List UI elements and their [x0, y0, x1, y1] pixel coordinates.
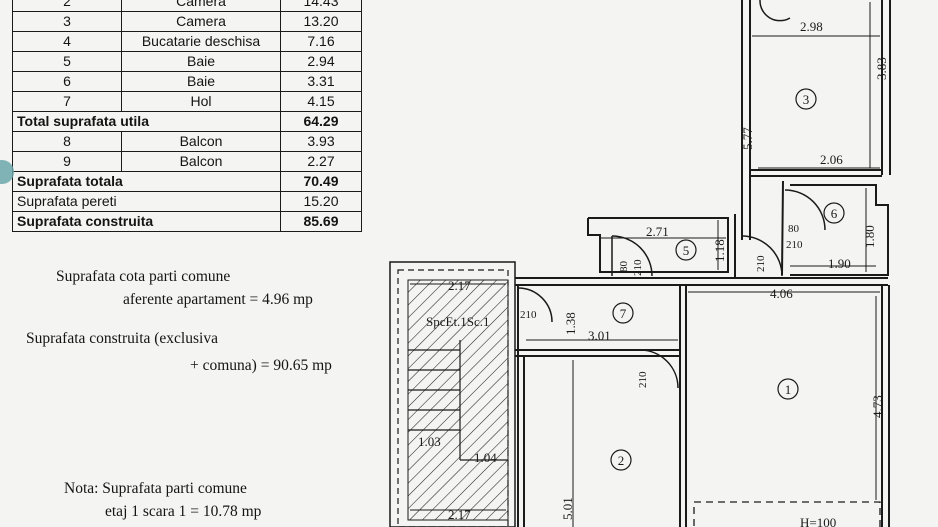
room-marker	[612, 302, 634, 324]
stair-outline	[389, 261, 516, 527]
room-marker	[795, 88, 817, 110]
wall	[790, 184, 889, 276]
dimension-label: 5.01	[560, 497, 575, 520]
door-swing	[759, 0, 791, 22]
wall	[781, 180, 784, 276]
summary-label: Suprafata construita	[12, 211, 281, 232]
dimension-label: 1.04	[474, 450, 497, 465]
door-width-label: 80	[788, 223, 800, 235]
dimension-label: 3.01	[588, 328, 611, 343]
dimension-label: 2.06	[820, 152, 843, 167]
stair-hatch	[407, 279, 509, 521]
stair-label: SpcEt.1Sc.1	[426, 314, 490, 329]
door-swing	[639, 349, 679, 389]
room-area-cell: 3.31	[280, 71, 362, 92]
summary-area: 85.69	[280, 211, 362, 232]
door-height-label: 210	[755, 255, 767, 272]
door-height-label: 210	[632, 259, 644, 276]
dimension-label: 4.06	[770, 286, 793, 301]
room-marker	[777, 378, 799, 400]
room-area-cell: 13.20	[280, 11, 362, 32]
dimension-label: 1.18	[712, 239, 727, 262]
door-swing	[741, 235, 783, 277]
dimension-label: 2.17	[448, 507, 471, 522]
room-number: 3	[803, 92, 810, 107]
dimension-label: 5.77	[740, 127, 755, 150]
footnote-line2: etaj 1 scara 1 = 10.78 mp	[105, 503, 262, 520]
summary-label: Suprafata totala	[12, 171, 281, 192]
room-number: 7	[620, 306, 627, 321]
wall	[587, 217, 729, 273]
room-area-cell: 4.15	[280, 91, 362, 112]
summary-area: 15.20	[280, 191, 362, 212]
door-swing	[517, 287, 553, 323]
door-height-label: 210	[637, 371, 649, 388]
dimension-label: 3.83	[874, 57, 889, 80]
dimension-label: H=100	[800, 515, 836, 527]
room-name-cell: Baie	[121, 51, 281, 72]
room-number: 2	[618, 453, 625, 468]
room-marker	[610, 449, 632, 471]
door-swing	[784, 189, 826, 231]
dimension-label: 1.80	[862, 225, 877, 248]
common-area-note-line2: aferente apartament = 4.96 mp	[123, 291, 313, 308]
dimension-label: 1.38	[563, 312, 578, 335]
dimension-label: 2.98	[800, 19, 823, 34]
door-width-label: 80	[618, 261, 630, 273]
dimension-label: 1.03	[418, 434, 441, 449]
dimension-label: 2.71	[646, 224, 669, 239]
stair-frame	[397, 269, 509, 527]
door-height-label: 210	[520, 309, 537, 321]
binder-hole	[0, 160, 14, 184]
dimension-label: 2.17	[448, 278, 471, 293]
dimension-label: 1.90	[828, 256, 851, 271]
door-swing	[611, 235, 653, 277]
door-height-label: 210	[786, 239, 803, 251]
room-marker	[675, 239, 697, 261]
dimension-label: 4.73	[870, 395, 885, 418]
common-area-note-line1: Suprafata cota parti comune	[56, 268, 231, 285]
room-name-cell: Bucatarie deschisa	[121, 31, 281, 52]
room-number: 6	[831, 206, 838, 221]
built-area-note-line2: + comuna) = 90.65 mp	[190, 357, 332, 374]
room-number: 5	[683, 243, 690, 258]
room-marker	[823, 202, 845, 224]
room-number: 1	[785, 382, 792, 397]
built-area-note-line1: Suprafata construita (exclusiva	[26, 330, 218, 347]
balcony-outline	[693, 501, 881, 527]
footnote-line1: Nota: Suprafata parti comune	[64, 480, 247, 497]
